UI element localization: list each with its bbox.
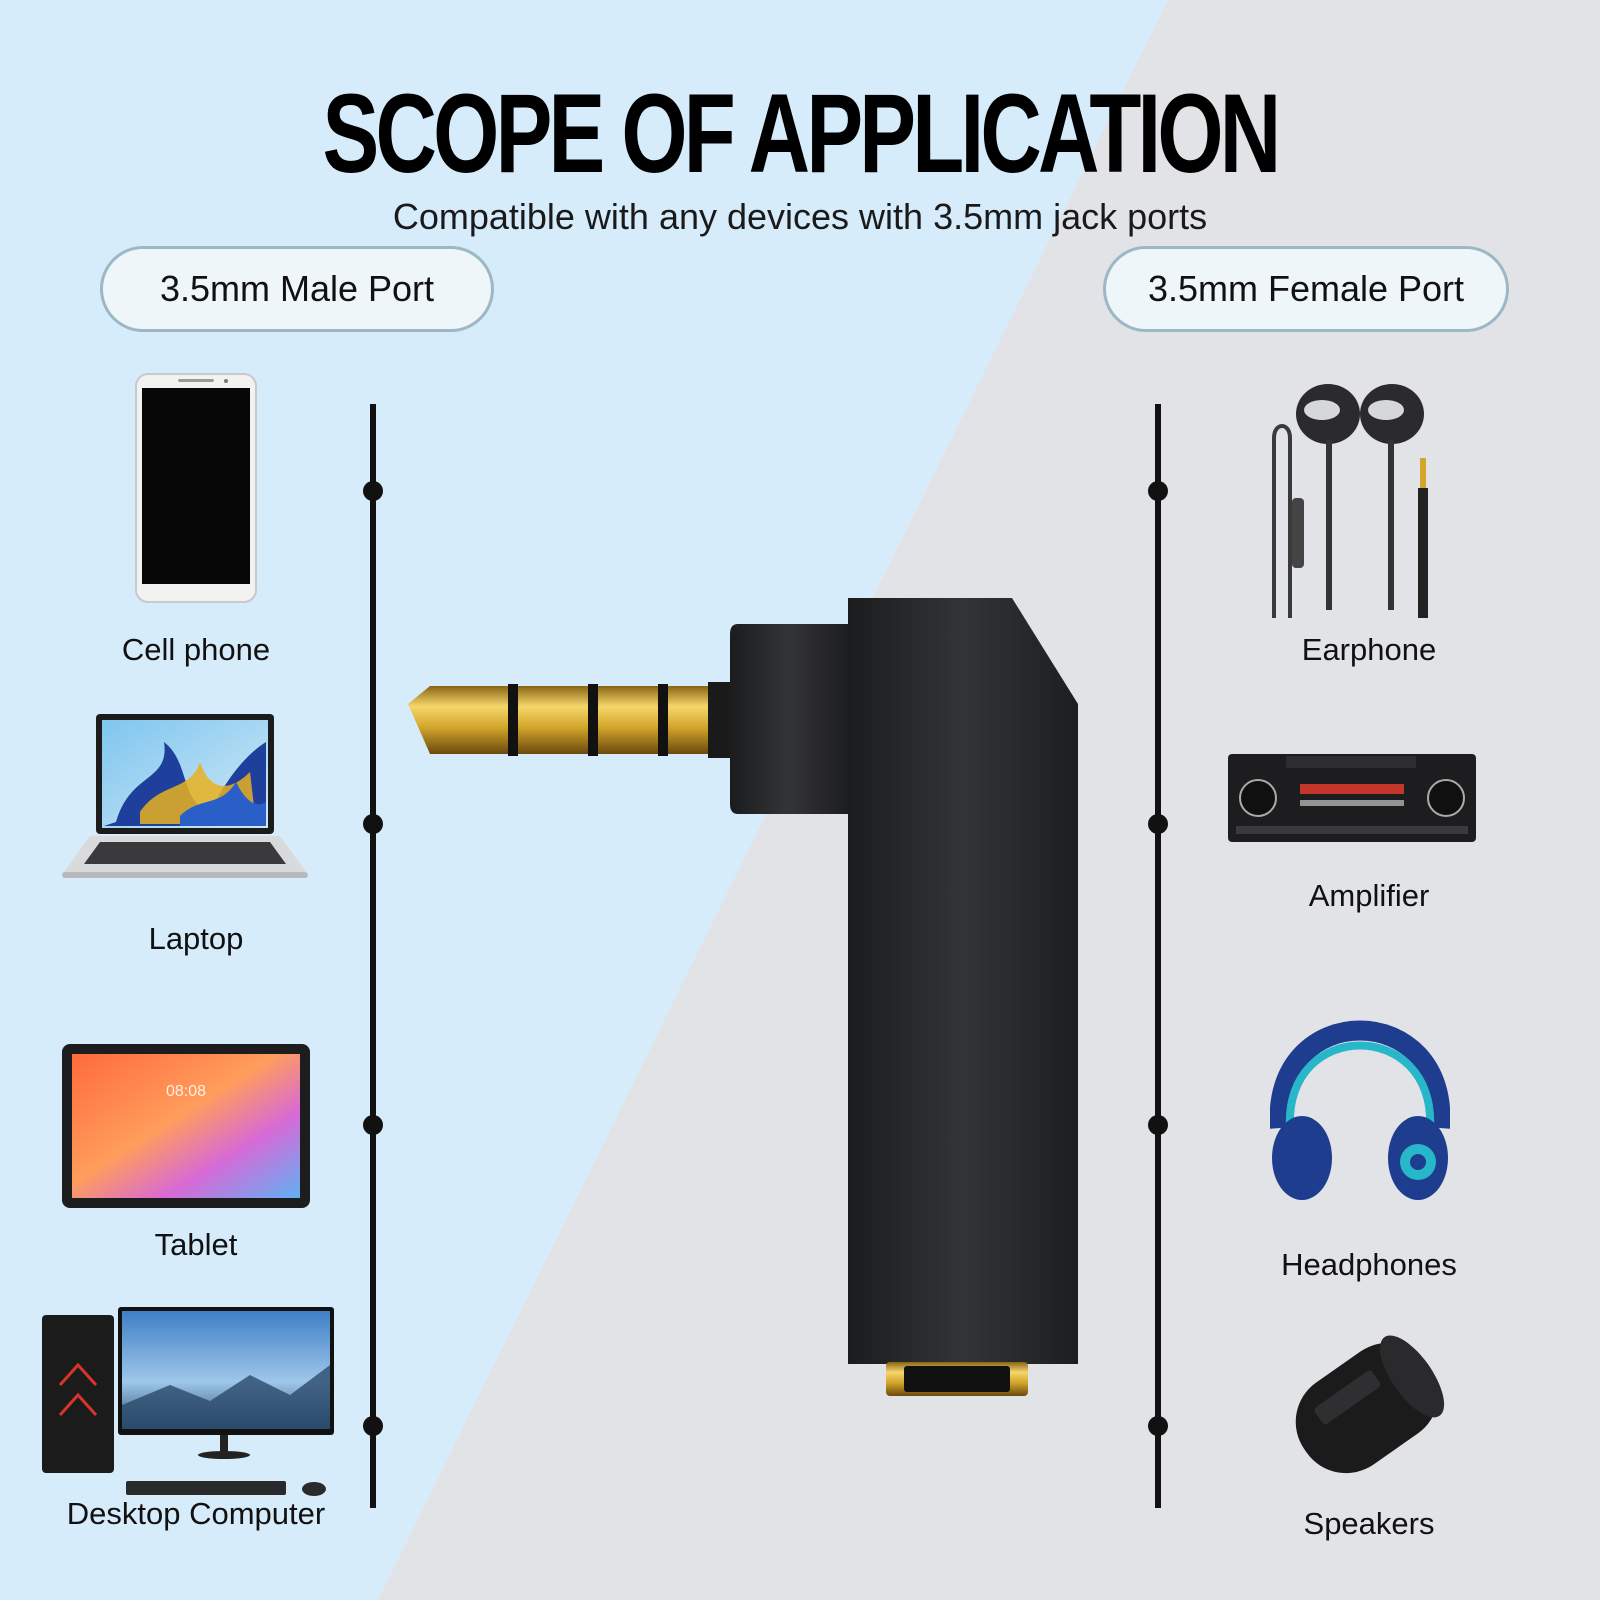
left-timeline-dot bbox=[363, 1115, 383, 1135]
device-label-cell-phone: Cell phone bbox=[121, 632, 271, 667]
device-label-amplifier: Amplifier bbox=[1308, 878, 1430, 913]
page-title: SCOPE OF APPLICATION bbox=[322, 71, 1282, 196]
left-timeline-dot bbox=[363, 1416, 383, 1436]
device-label-speakers: Speakers bbox=[1303, 1506, 1435, 1541]
laptop-image bbox=[62, 714, 308, 878]
right-timeline-dot bbox=[1148, 481, 1168, 501]
right-timeline-dot bbox=[1148, 1416, 1168, 1436]
female-port-pill: 3.5mm Female Port bbox=[1103, 246, 1509, 332]
male-port-pill: 3.5mm Male Port bbox=[100, 246, 494, 332]
tablet-image: 08:08 bbox=[62, 1044, 310, 1208]
left-timeline-dot bbox=[363, 814, 383, 834]
left-timeline-dot bbox=[363, 481, 383, 501]
device-label-desktop-computer: Desktop Computer bbox=[66, 1496, 326, 1531]
right-timeline-dot bbox=[1148, 1115, 1168, 1135]
right-angle-adapter-image bbox=[408, 598, 1078, 1396]
device-label-headphones: Headphones bbox=[1281, 1247, 1457, 1282]
left-timeline bbox=[370, 404, 376, 1508]
device-label-earphone: Earphone bbox=[1301, 632, 1437, 667]
right-timeline-dot bbox=[1148, 814, 1168, 834]
page-subtitle: Compatible with any devices with 3.5mm j… bbox=[392, 196, 1208, 237]
amplifier-image bbox=[1228, 754, 1476, 842]
device-label-laptop: Laptop bbox=[148, 921, 244, 956]
tablet-clock: 08:08 bbox=[166, 1083, 206, 1100]
right-timeline bbox=[1155, 404, 1161, 1508]
earphone-image bbox=[1272, 384, 1428, 618]
desktop-computer-image bbox=[42, 1307, 334, 1496]
device-label-tablet: Tablet bbox=[154, 1227, 238, 1262]
speakers-image bbox=[1295, 1335, 1445, 1474]
headphones-image bbox=[1270, 1020, 1450, 1200]
cell-phone-image bbox=[135, 373, 257, 603]
